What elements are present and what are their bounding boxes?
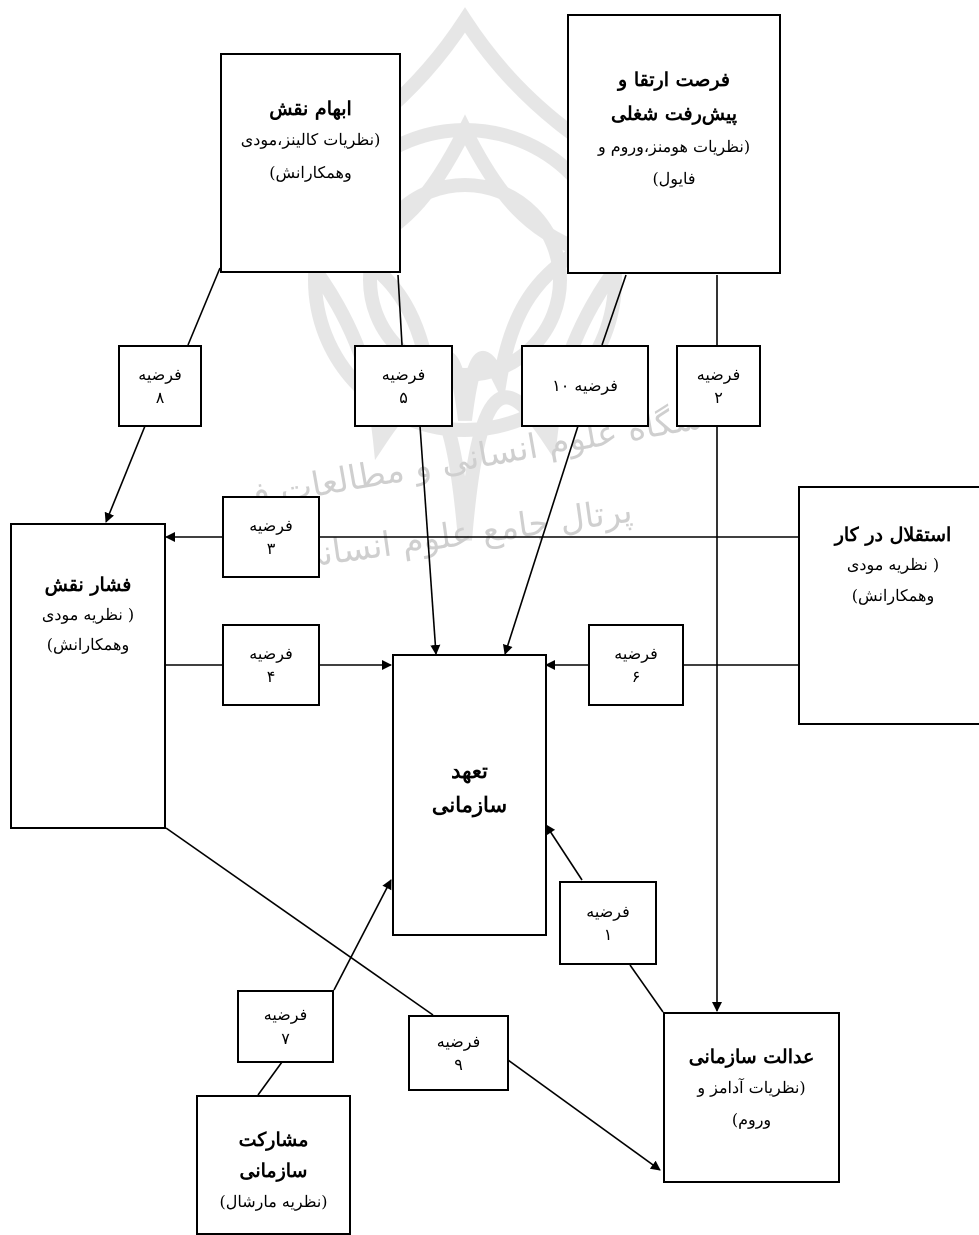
edge-h1-out (545, 824, 583, 881)
hypothesis-2: فرضیه ۲ (676, 345, 761, 427)
hypothesis-1-label: فرضیه (586, 901, 630, 921)
node-role-pressure-title: فشار نقش (44, 574, 132, 596)
hypothesis-10-number: ۱۰ (552, 376, 570, 396)
node-organizational-participation-title: مشارکت سازمانی (238, 1129, 309, 1183)
hypothesis-7-label: فرضیه (263, 1005, 308, 1025)
hypothesis-6-number: ۶ (631, 667, 641, 686)
node-organizational-commitment-title: تعهد سازمانی (431, 758, 508, 817)
hypothesis-10-text: فرضیه ۱۰ (527, 374, 643, 397)
hypothesis-10: فرضیه ۱۰ (521, 345, 649, 427)
hypothesis-3: فرضیه ۳ (222, 496, 320, 578)
hypothesis-3-number: ۳ (266, 539, 276, 558)
edge-h10-in (601, 274, 627, 346)
hypothesis-7: فرضیه ۷ (237, 990, 334, 1063)
node-organizational-justice: عدالت سازمانی (نظریات آدامز و وروم) (663, 1012, 840, 1183)
hypothesis-7-number: ۷ (281, 1028, 290, 1048)
hypothesis-2-label: فرضیه (696, 364, 741, 384)
node-organizational-justice-subtitle: (نظریات آدامز و وروم) (697, 1078, 806, 1130)
node-role-ambiguity-title: ابهام نقش (269, 98, 352, 120)
edge-h7-out (333, 879, 392, 991)
hypothesis-8: فرضیه ۸ (118, 345, 202, 427)
node-organizational-participation: مشارکت سازمانی (نظریه مارشال) (196, 1095, 351, 1235)
edge-h5-out (419, 425, 441, 655)
hypothesis-1-number: ۱ (603, 925, 613, 944)
hypothesis-4-label: فرضیه (249, 643, 293, 663)
edge-h9-out (507, 1059, 661, 1171)
hypothesis-5: فرضیه ۵ (354, 345, 453, 427)
hypothesis-5-number: ۵ (399, 388, 408, 407)
edge-h7-in (257, 1061, 283, 1096)
edge-h8-in (187, 267, 221, 346)
node-role-pressure-subtitle: ( نظریه مودی وهمکارانش) (41, 605, 135, 655)
hypothesis-9-label: فرضیه (436, 1031, 481, 1051)
hypothesis-1: فرضیه ۱ (559, 881, 657, 965)
node-organizational-participation-subtitle: (نظریه مارشال) (219, 1191, 328, 1211)
node-role-ambiguity: ابهام نقش (نظریات کالینز،مودی وهمکارانش) (220, 53, 401, 273)
hypothesis-9: فرضیه ۹ (408, 1015, 509, 1091)
node-role-pressure: فشار نقش ( نظریه مودی وهمکارانش) (10, 523, 166, 829)
node-organizational-justice-title: عدالت سازمانی (688, 1046, 815, 1068)
node-role-ambiguity-subtitle: (نظریات کالینز،مودی وهمکارانش) (240, 130, 381, 183)
node-job-autonomy-subtitle: ( نظریه مودی وهمکارانش) (846, 555, 940, 605)
hypothesis-9-number: ۹ (454, 1055, 463, 1074)
hypothesis-2-number: ۲ (714, 388, 723, 407)
edge-h1-in (629, 964, 664, 1013)
watermark-line2: پرتال جامع علوم انسانی (292, 491, 635, 578)
hypothesis-6: فرضیه ۶ (588, 624, 684, 706)
node-career-advancement: فرصت ارتقا و پیش‌رفت شغلی (نظریات هومنز،… (567, 14, 781, 274)
node-job-autonomy: استقلال در کار ( نظریه مودی وهمکارانش) (798, 486, 979, 725)
hypothesis-8-label: فرضیه (138, 364, 182, 384)
hypothesis-4-number: ۴ (266, 667, 276, 686)
edge-h8-out (104, 425, 146, 523)
hypothesis-10-label: فرضیه (574, 376, 618, 396)
hypothesis-3-label: فرضیه (249, 515, 293, 535)
node-job-autonomy-title: استقلال در کار (834, 524, 952, 546)
hypothesis-8-number: ۸ (155, 388, 165, 407)
edge-h10-out (502, 425, 579, 655)
hypothesis-5-label: فرضیه (381, 364, 426, 384)
node-career-advancement-title: فرصت ارتقا و پیش‌رفت شغلی (611, 69, 737, 126)
edge-h5-in (397, 274, 403, 346)
hypothesis-6-label: فرضیه (614, 643, 658, 663)
node-career-advancement-subtitle: (نظریات هومنز،وروم و فایول) (597, 137, 751, 189)
node-organizational-commitment: تعهد سازمانی (392, 654, 547, 936)
hypothesis-4: فرضیه ۴ (222, 624, 320, 706)
